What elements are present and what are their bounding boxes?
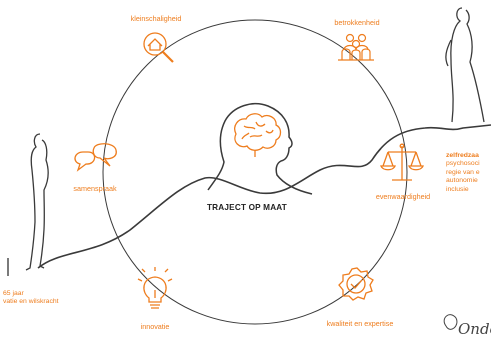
end-title: zelfredzaa: [446, 152, 479, 159]
start-description: 65 jaar vatie en wilskracht: [3, 290, 59, 307]
end-line: regie van e: [446, 168, 480, 176]
signature-text: Onde: [458, 320, 491, 338]
end-line: inclusie: [446, 185, 469, 193]
end-line: psychosoci: [446, 160, 480, 168]
label-betrokkenheid: betrokkenheid: [334, 18, 380, 27]
head-silhouette: [207, 102, 313, 195]
label-kwaliteit-en-expertise: kwaliteit en expertise: [326, 319, 394, 328]
person-start-silhouette: [25, 133, 49, 271]
speech-bubbles-icon: [74, 143, 117, 172]
center-title: TRAJECT OP MAAT: [206, 203, 288, 212]
lightbulb-icon: [137, 267, 173, 309]
label-innovatie: innovatie: [140, 322, 170, 331]
brain-icon: [234, 113, 282, 157]
end-description: zelfredzaa psychosoci regie van e autono…: [446, 152, 480, 194]
label-evenwaardigheid: evenwaardigheid: [375, 192, 431, 201]
person-end-silhouette: [445, 7, 485, 123]
balance-scale-icon: [380, 143, 424, 181]
quality-badge-icon: [338, 267, 374, 301]
label-samenspraak: samenspraak: [73, 184, 117, 193]
home-search-icon: [143, 32, 174, 63]
journey-circle: [102, 19, 408, 325]
start-line-age: 65 jaar: [3, 290, 24, 297]
signature-mark: [443, 314, 458, 330]
start-line-motivation: vatie en wilskracht: [3, 298, 59, 306]
people-group-icon: [338, 33, 374, 61]
end-line: autonomie: [446, 177, 478, 185]
journey-path: [37, 124, 491, 269]
label-kleinschaligheid: kleinschaligheid: [130, 14, 182, 23]
